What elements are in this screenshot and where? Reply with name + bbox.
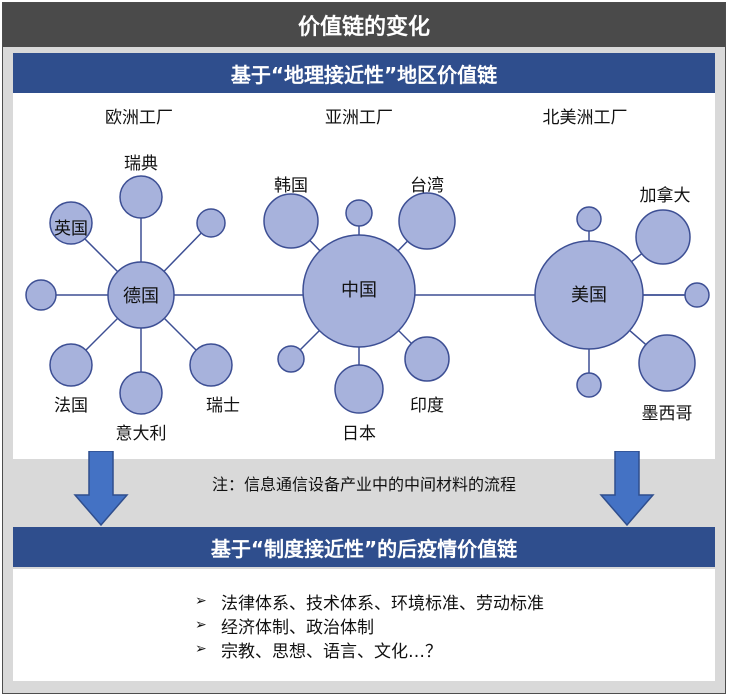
node-canada bbox=[635, 209, 691, 265]
america-cluster: 美国 加拿大 墨西哥 bbox=[534, 185, 710, 424]
hub-label-china: 中国 bbox=[341, 280, 377, 301]
hub-usa bbox=[534, 240, 644, 350]
arrow-bullet-icon: ➢ bbox=[195, 617, 207, 633]
label-switzerland: 瑞士 bbox=[206, 396, 240, 416]
node-asia-unlabeled bbox=[345, 199, 373, 227]
europe-cluster: 德国 瑞典 英国 法国 意大利 瑞士 bbox=[25, 154, 240, 444]
top-band-heading: 基于“地理接近性”地区价值链 bbox=[13, 53, 715, 93]
node-france bbox=[49, 343, 93, 387]
diagram-note: 注：信息通信设备产业中的中间材料的流程 bbox=[211, 475, 516, 494]
region-label-europe: 欧洲工厂 bbox=[105, 108, 173, 128]
figure-title: 价值链的变化 bbox=[3, 3, 725, 47]
node-japan bbox=[334, 364, 384, 414]
node-mexico bbox=[638, 334, 696, 392]
hub-china bbox=[302, 234, 416, 348]
node-korea bbox=[263, 193, 319, 249]
hub-label-usa: 美国 bbox=[571, 285, 607, 306]
label-canada: 加拿大 bbox=[640, 185, 691, 206]
hub-label-germany: 德国 bbox=[123, 286, 159, 307]
node-asia-unlabeled bbox=[277, 345, 305, 373]
bottom-band-heading: 基于“制度接近性”的后疫情价值链 bbox=[13, 527, 715, 567]
node-america-unlabeled bbox=[576, 372, 602, 398]
node-switzerland bbox=[189, 343, 233, 387]
list-item-text: 法律体系、技术体系、环境标准、劳动标准 bbox=[221, 593, 544, 614]
label-italy: 意大利 bbox=[116, 424, 167, 444]
list-item: ➢ 经济体制、政治体制 bbox=[195, 613, 374, 638]
list-item: ➢ 法律体系、技术体系、环境标准、劳动标准 bbox=[195, 589, 544, 614]
label-korea: 韩国 bbox=[274, 176, 308, 196]
node-uk bbox=[49, 201, 93, 245]
region-label-america: 北美洲工厂 bbox=[543, 108, 628, 128]
hub-germany bbox=[107, 261, 175, 329]
region-label-asia: 亚洲工厂 bbox=[325, 108, 393, 128]
node-europe-unlabeled bbox=[25, 279, 57, 311]
node-sweden bbox=[119, 175, 163, 219]
left-down-arrow bbox=[73, 451, 129, 527]
label-india: 印度 bbox=[410, 396, 444, 416]
node-italy bbox=[119, 371, 163, 415]
arrow-bullet-icon: ➢ bbox=[195, 641, 207, 657]
node-europe-unlabeled bbox=[196, 208, 226, 238]
label-uk: 英国 bbox=[54, 219, 88, 239]
arrow-bullet-icon: ➢ bbox=[195, 593, 207, 609]
list-item-text: 宗教、思想、语言、文化…？ bbox=[221, 641, 442, 662]
node-america-unlabeled bbox=[576, 206, 602, 232]
asia-cluster: 中国 韩国 台湾 日本 印度 bbox=[263, 176, 456, 444]
node-america-unlabeled bbox=[684, 282, 710, 308]
list-item: ➢ 宗教、思想、语言、文化…？ bbox=[195, 637, 442, 662]
node-taiwan bbox=[398, 192, 456, 250]
label-mexico: 墨西哥 bbox=[642, 404, 693, 424]
network-diagram-panel: 欧洲工厂 亚洲工厂 北美洲工厂 德国 瑞典 bbox=[13, 93, 715, 459]
right-down-arrow bbox=[599, 451, 655, 527]
label-taiwan: 台湾 bbox=[410, 176, 444, 196]
factor-list: ➢ 法律体系、技术体系、环境标准、劳动标准 ➢ 经济体制、政治体制 ➢ 宗教、思… bbox=[13, 569, 715, 681]
list-item-text: 经济体制、政治体制 bbox=[221, 617, 374, 638]
label-france: 法国 bbox=[54, 396, 88, 416]
label-sweden: 瑞典 bbox=[124, 154, 158, 174]
label-japan: 日本 bbox=[342, 424, 376, 444]
network-diagram: 欧洲工厂 亚洲工厂 北美洲工厂 德国 瑞典 bbox=[25, 108, 710, 444]
node-india bbox=[404, 336, 450, 382]
